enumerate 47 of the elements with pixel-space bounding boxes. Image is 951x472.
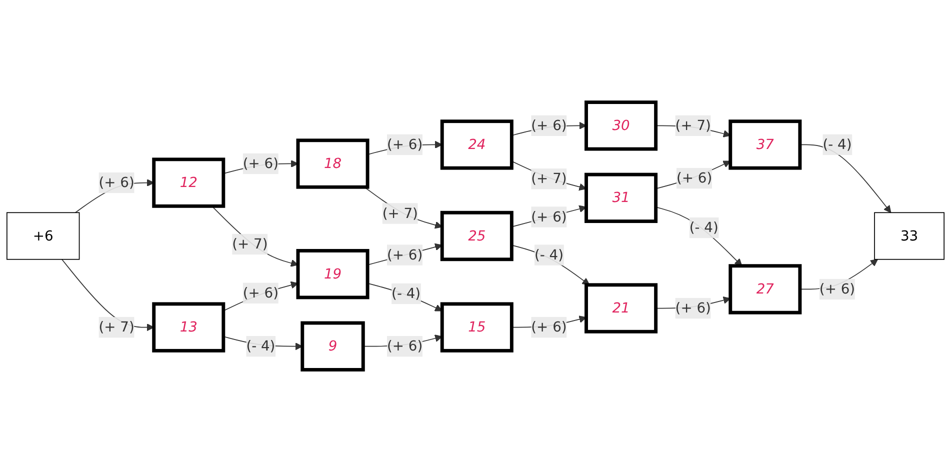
node-box: 33	[874, 212, 944, 260]
edge-label: (+ 6)	[531, 116, 567, 134]
node-box: 13	[152, 302, 226, 352]
arrow	[367, 243, 442, 266]
arrow	[511, 205, 587, 228]
arrow	[511, 244, 590, 286]
node-box: 25	[440, 210, 514, 262]
node-box: 18	[296, 138, 370, 189]
node-box: 15	[440, 302, 514, 352]
node-box: 24	[440, 120, 514, 170]
edge-label: (- 4)	[689, 219, 718, 236]
edge-label: (+ 7)	[382, 204, 418, 222]
edge-label: (+ 6)	[387, 246, 423, 263]
edge-label: (+ 6)	[531, 318, 567, 336]
edge-label: (- 4)	[822, 136, 852, 152]
edge-label: (+ 7)	[232, 236, 268, 252]
node-box: 9	[300, 321, 365, 372]
node-box: 21	[584, 283, 658, 334]
arrow	[212, 206, 298, 267]
edge-label: (+ 6)	[242, 284, 279, 301]
edge-label: (+ 6)	[819, 280, 856, 298]
edge-label: (+ 7)	[675, 116, 711, 134]
edge-label: (+ 7)	[98, 318, 134, 336]
node-box: 12	[152, 158, 226, 208]
edge-label: (+ 6)	[387, 338, 423, 354]
edge-label: (+ 6)	[531, 208, 567, 225]
arrow	[364, 186, 442, 229]
edge-label: (+ 6)	[675, 300, 711, 316]
edge-label: (+ 6)	[387, 136, 423, 152]
edge-label: (+ 7)	[531, 170, 567, 187]
node-box: 30	[584, 100, 658, 151]
edge-label: (+ 6)	[98, 174, 134, 191]
node-box: +6	[6, 212, 80, 260]
arrow	[655, 206, 742, 266]
node-box: 27	[728, 264, 802, 314]
edge-label: (+ 6)	[676, 170, 712, 186]
edge-label: (- 4)	[392, 285, 421, 302]
edge-label: (- 4)	[534, 246, 564, 263]
node-box: 37	[728, 120, 802, 170]
arrow	[367, 282, 442, 312]
arrow	[222, 281, 298, 312]
node-box: 19	[296, 248, 370, 300]
edge-label: (+ 6)	[242, 155, 279, 172]
arrow	[655, 160, 731, 190]
edge-label: (- 4)	[246, 338, 276, 354]
arrow	[511, 160, 587, 191]
node-box: 31	[584, 172, 658, 224]
